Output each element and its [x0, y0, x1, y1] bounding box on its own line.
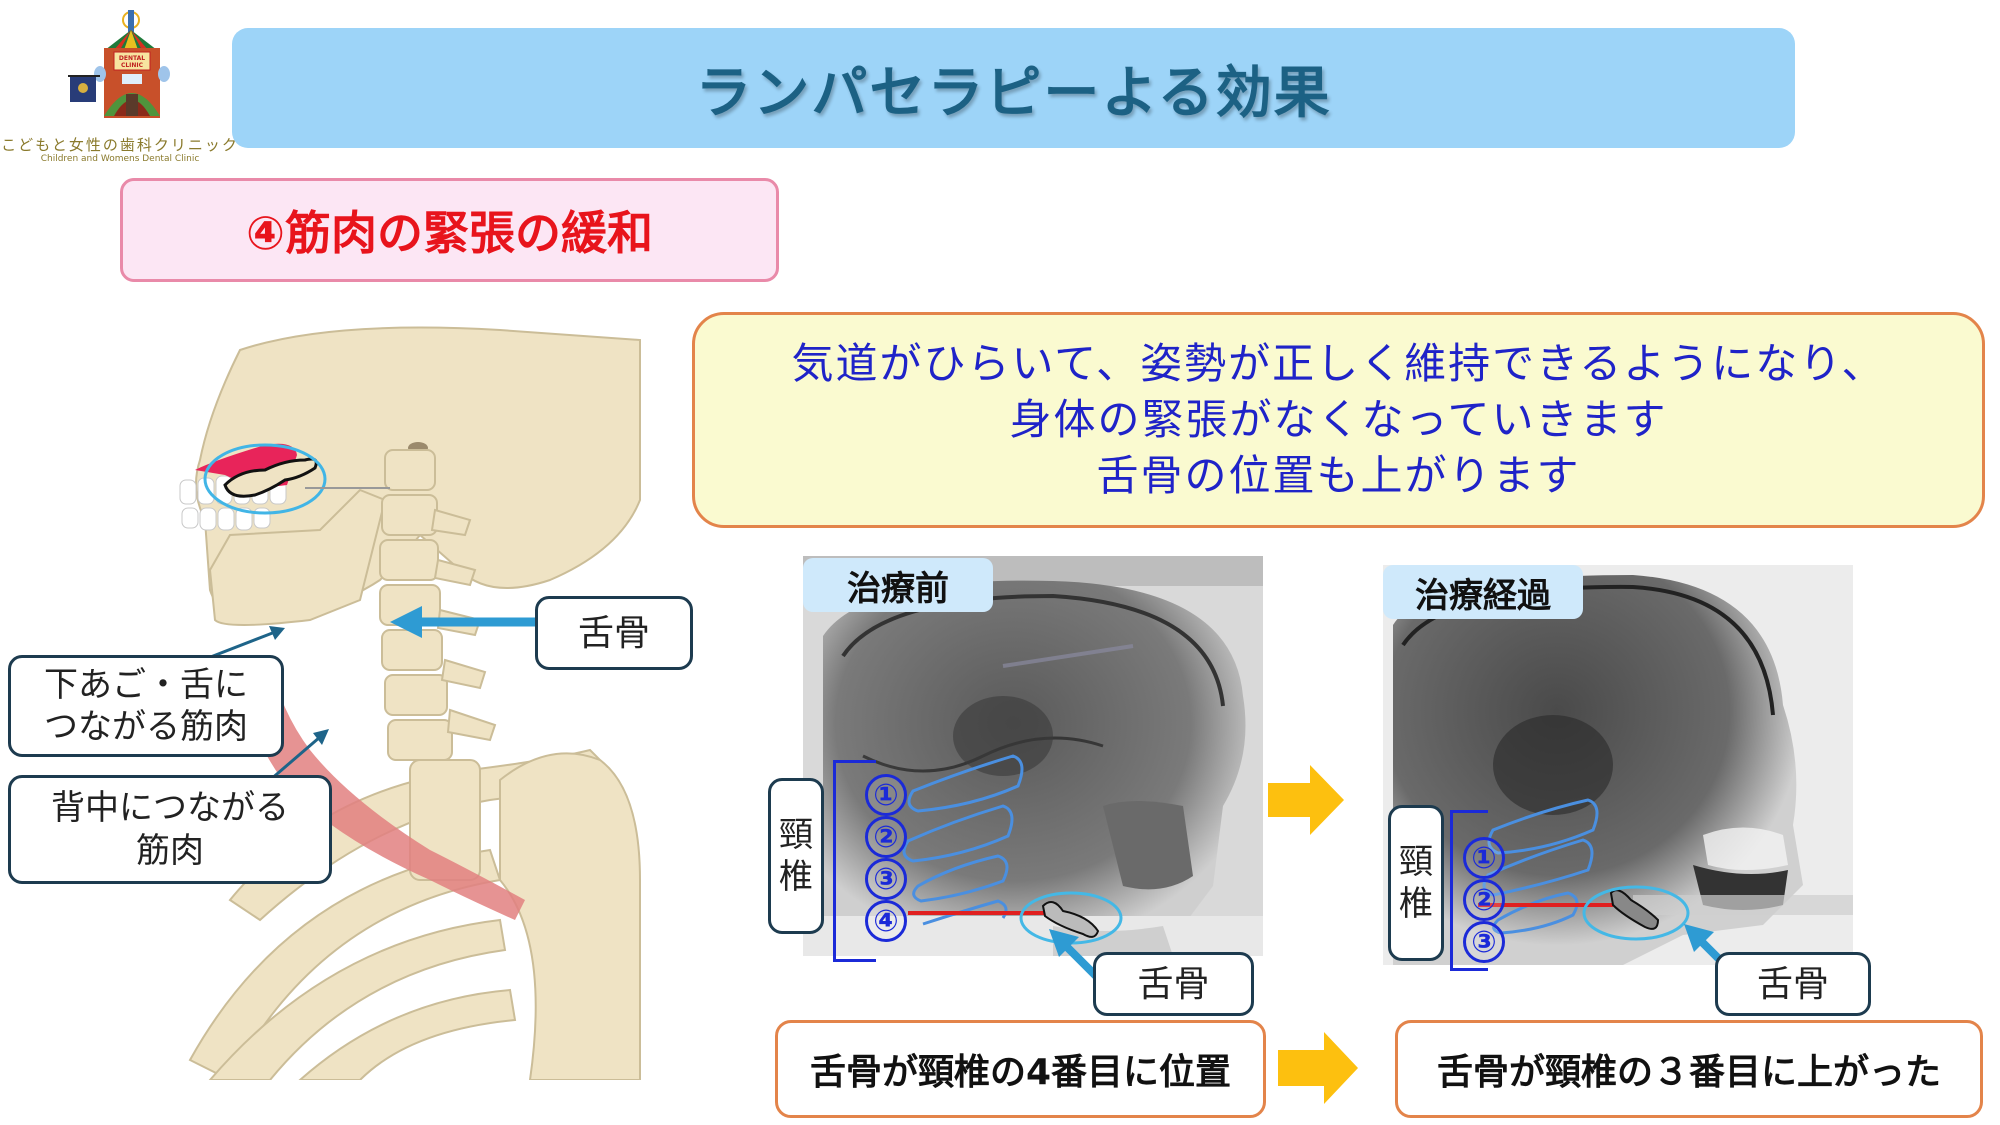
before-tag: 治療前 [803, 558, 993, 612]
cervical-label-after-char1: 頸 [1399, 841, 1433, 882]
info-box: 気道がひらいて、姿勢が正しく維持できるようになり、 身体の緊張がなくなっていきま… [692, 312, 1985, 528]
back-muscle-pointer-arrow-icon [269, 729, 329, 782]
after-tag: 治療経過 [1383, 565, 1583, 619]
info-line-1: 気道がひらいて、姿勢が正しく維持できるようになり、 [791, 339, 1886, 388]
section-heading-box: ④筋肉の緊張の緩和 [120, 178, 779, 282]
progress-arrow-icon [1268, 765, 1344, 835]
cervical-label-after-char2: 椎 [1399, 884, 1433, 924]
clinic-building-icon: DENTAL CLINIC [68, 10, 170, 118]
hyoid-label-before-text: 舌骨 [1137, 963, 1210, 1005]
info-line-3: 舌骨の位置も上がります [1096, 451, 1581, 500]
hyoid-label-before: 舌骨 [1093, 952, 1254, 1016]
skeleton-illustration [170, 320, 650, 1082]
hyoid-pointer-arrow-icon [390, 606, 548, 638]
cervical-bracket-after [1450, 810, 1488, 971]
logo-sign-line1: DENTAL [119, 55, 145, 62]
vertebra-number-1: ① [865, 774, 907, 816]
result-before-box: 舌骨が頸椎の4番目に位置 [775, 1020, 1266, 1118]
vertebra-number-after-2: ② [1463, 879, 1505, 921]
jaw-muscle-label-line2: つながる筋肉 [44, 707, 248, 747]
vertebra-number-2: ② [865, 816, 907, 858]
clinic-logo: DENTAL CLINIC [0, 0, 240, 170]
cervical-bracket-before [833, 760, 876, 962]
vertebra-number-3: ③ [865, 858, 907, 900]
hyoid-label-text: 舌骨 [577, 612, 650, 654]
xray-after-image-icon [1383, 565, 1853, 965]
info-line-2: 身体の緊張がなくなっていきます [1009, 395, 1668, 444]
jaw-muscle-label: 下あご・舌に つながる筋肉 [8, 655, 284, 757]
page-title: ランパセラピーよる効果 [695, 60, 1332, 126]
hyoid-label-after: 舌骨 [1715, 952, 1871, 1016]
logo-sign-line2: CLINIC [121, 62, 144, 69]
back-muscle-label-line1: 背中につながる [51, 788, 289, 828]
skull-neck-skeleton-icon [179, 326, 641, 1082]
clinic-name-en: Children and Womens Dental Clinic [40, 154, 200, 164]
cervical-label-before-char2: 椎 [779, 857, 813, 897]
result-before-text: 舌骨が頸椎の4番目に位置 [809, 1052, 1232, 1093]
result-after-text: 舌骨が頸椎の３番目に上がった [1436, 1052, 1941, 1093]
hyoid-label: 舌骨 [535, 596, 693, 670]
hyoid-label-after-text: 舌骨 [1756, 963, 1829, 1005]
back-muscle-label: 背中につながる 筋肉 [8, 775, 332, 884]
vertebra-number-4: ④ [865, 900, 907, 942]
vertebra-number-after-3: ③ [1463, 921, 1505, 963]
back-muscle-label-line2: 筋肉 [136, 830, 204, 871]
clinic-name-jp: こどもと女性の歯科クリニック [1, 136, 239, 154]
result-after-box: 舌骨が頸椎の３番目に上がった [1395, 1020, 1983, 1118]
result-arrow-icon [1278, 1032, 1358, 1104]
cervical-label-after: 頸 椎 [1388, 805, 1444, 961]
xray-after: ① ② ③ [1383, 565, 1853, 965]
jaw-muscle-label-line1: 下あご・舌に [44, 664, 248, 705]
xray-before-image-icon [803, 556, 1263, 956]
title-bar: ランパセラピーよる効果 [232, 28, 1795, 148]
cervical-label-before-char1: 頸 [779, 814, 813, 855]
section-heading: ④筋肉の緊張の緩和 [246, 206, 653, 260]
xray-before: ① ② ③ ④ [803, 556, 1263, 956]
vertebra-number-after-1: ① [1463, 837, 1505, 879]
cervical-label-before: 頸 椎 [768, 778, 824, 934]
